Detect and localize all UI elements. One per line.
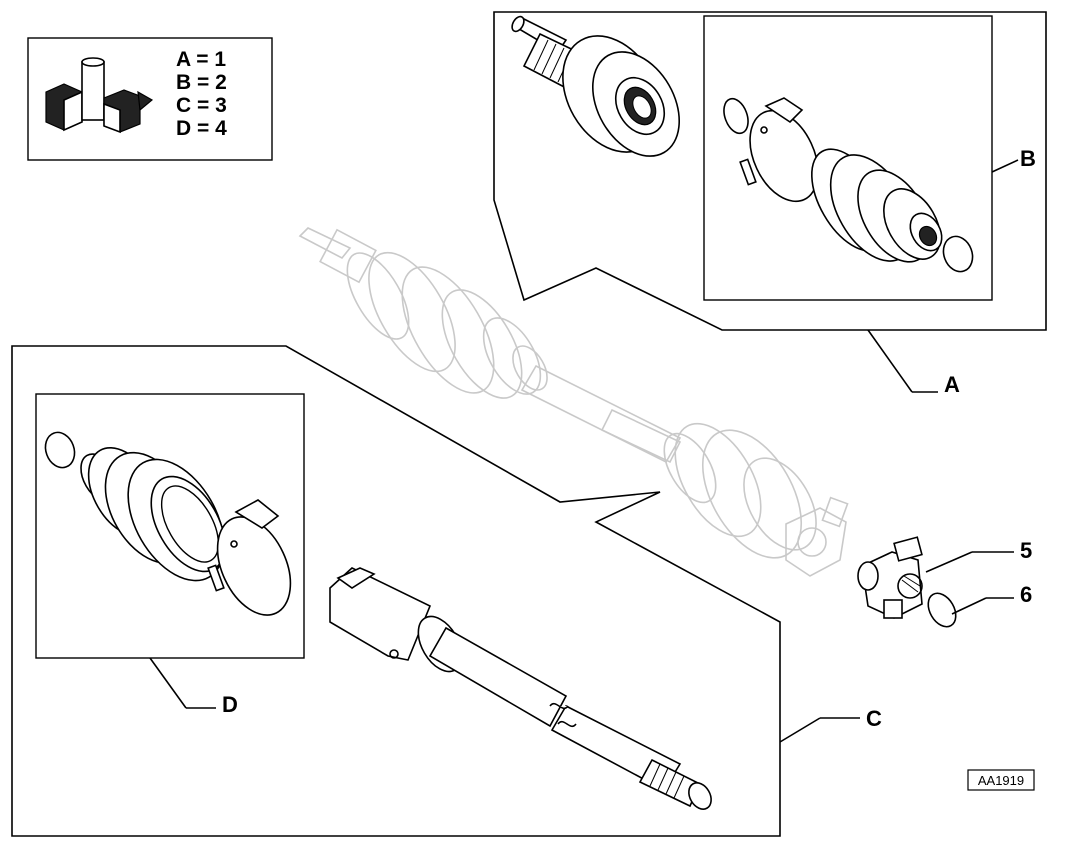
fiat-parts-boxes-icon	[45, 57, 154, 134]
legend-entry-a: A = 1	[176, 48, 226, 71]
assembled-drive-shaft	[298, 227, 849, 577]
inner-boot	[80, 447, 226, 582]
group-d-frame: D	[35, 393, 305, 717]
outer-large-clamp	[739, 97, 819, 203]
callout-a: A	[944, 372, 960, 397]
reference-code-box: AA1919	[967, 769, 1035, 791]
callout-6: 6	[1020, 582, 1032, 607]
legend-box: A = 1 B = 2 C = 3 D = 4	[27, 37, 273, 161]
inner-large-clamp	[207, 499, 292, 616]
outer-circlip	[723, 97, 749, 135]
callout-b: B	[1020, 146, 1036, 171]
legend-entry-c: C = 3	[176, 94, 227, 117]
tripod-circlip: 6	[927, 582, 1032, 628]
group-b-frame: B	[703, 15, 1036, 301]
group-c-frame: C	[11, 345, 882, 837]
outer-small-clamp	[942, 235, 974, 273]
tripod-joint: 5	[857, 536, 1032, 619]
callout-d: D	[222, 692, 238, 717]
callout-5: 5	[1020, 538, 1032, 563]
outer-cv-joint	[511, 15, 681, 157]
legend-entry-b: B = 2	[176, 71, 227, 94]
legend-entry-d: D = 4	[176, 117, 227, 140]
callout-c: C	[866, 706, 882, 731]
group-a-frame: A	[493, 11, 1047, 397]
reference-code: AA1919	[978, 773, 1024, 788]
outer-boot	[811, 148, 943, 263]
inner-small-clamp	[44, 431, 76, 469]
inner-joint-shaft	[329, 567, 712, 810]
